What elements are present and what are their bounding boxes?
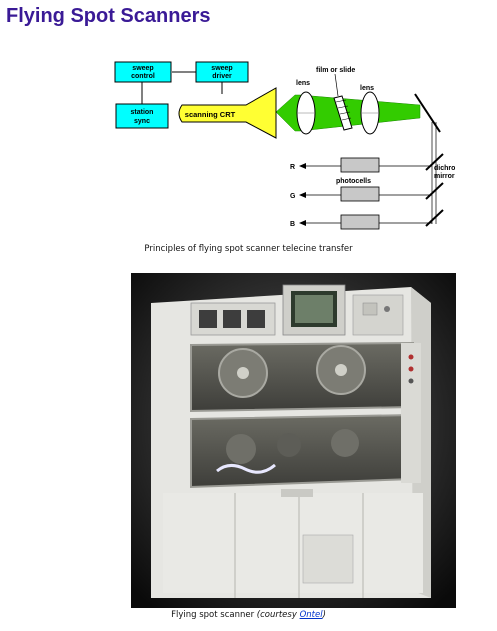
sweep-control-line1: sweep <box>132 65 153 72</box>
sweep-control-box: sweep control <box>114 61 172 83</box>
diagram-caption: Principles of flying spot scanner teleci… <box>144 244 353 254</box>
channel-b-label: B <box>290 221 295 228</box>
photocell-g <box>340 186 380 202</box>
crt-label: scanning CRT <box>185 110 236 119</box>
sweep-driver-box: sweep driver <box>195 61 249 83</box>
page-title: Flying Spot Scanners <box>6 5 211 27</box>
photo-caption-text: Flying spot scanner <box>171 610 257 620</box>
channel-g-label: G <box>290 193 296 200</box>
mirrors-label-line2: mirrors <box>434 173 455 180</box>
station-sync-box: station sync <box>115 103 169 129</box>
station-sync-line1: station <box>131 109 154 116</box>
sweep-driver-line2: driver <box>212 73 232 80</box>
photocells-label: photocells <box>336 178 371 185</box>
channel-b: B <box>290 214 432 230</box>
film-slide <box>333 95 353 131</box>
scanner-photo <box>131 273 456 608</box>
channel-g: G <box>290 186 432 202</box>
ontel-link[interactable]: Ontel <box>299 610 323 620</box>
channel-r: R <box>290 157 432 173</box>
scanning-crt: scanning CRT <box>178 87 277 139</box>
flying-spot-diagram: sweep control sweep driver station sync … <box>114 61 455 230</box>
station-sync-line2: sync <box>134 118 150 125</box>
photo-caption: Flying spot scanner (courtesy Ontel) <box>0 610 497 620</box>
dichroic-mirror-b <box>425 209 444 227</box>
channel-r-label: R <box>290 164 295 171</box>
photo-caption-courtesy-prefix: (courtesy <box>256 610 300 620</box>
photocell-b <box>340 214 380 230</box>
lens-left-label: lens <box>296 80 310 87</box>
sweep-control-line2: control <box>131 73 155 80</box>
photo-caption-courtesy-suffix: ) <box>322 610 326 620</box>
dichroic-mirror-g <box>425 182 444 200</box>
mirrors-label-line1: dichroic <box>434 165 455 172</box>
photo-caption-courtesy: (courtesy Ontel) <box>257 610 326 620</box>
dichroic-mirror-r <box>425 153 444 171</box>
photocell-r <box>340 157 380 173</box>
film-label: film or slide <box>316 67 355 74</box>
sweep-driver-line1: sweep <box>211 65 232 72</box>
lens-right-label: lens <box>360 85 374 92</box>
